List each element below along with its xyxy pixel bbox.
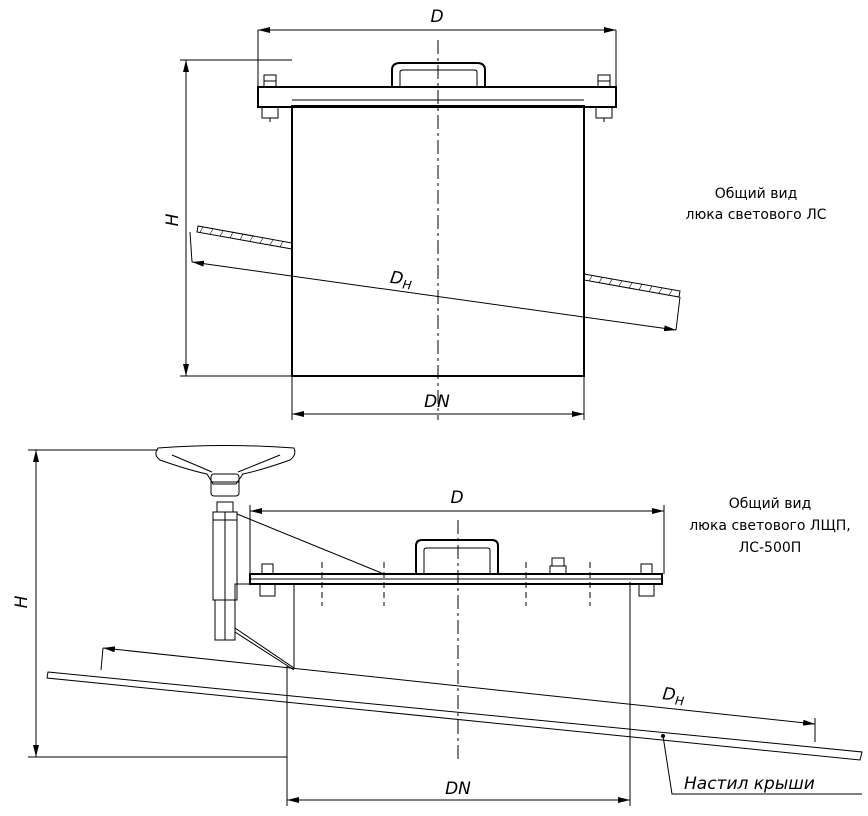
bottom-caption-line3: ЛС-500П — [739, 540, 802, 556]
bottom-dim-Dn: DH — [100, 646, 816, 742]
handwheel-icon — [155, 445, 296, 497]
roof-label: Настил крыши — [684, 774, 815, 794]
top-flange — [257, 86, 617, 108]
bottom-dim-D-label: D — [450, 488, 463, 508]
top-roof-left — [196, 225, 293, 250]
top-caption: Общий вид люка светового ЛС — [686, 186, 827, 223]
top-dim-H-label: H — [163, 213, 183, 226]
bottom-dim-H-label: H — [12, 595, 32, 608]
bottom-latch — [549, 557, 567, 575]
bottom-hinge-bracket — [234, 583, 295, 669]
bottom-handle — [415, 539, 499, 574]
top-handle — [391, 62, 486, 87]
bottom-dim-Dn-label: DH — [661, 684, 685, 708]
top-bolt-right — [595, 74, 613, 122]
roof-leader: Настил крыши — [661, 734, 862, 795]
bottom-dim-H: H — [12, 449, 287, 758]
top-caption-line2: люка светового ЛС — [686, 207, 827, 223]
top-hatch-body — [196, 40, 681, 420]
top-dim-DN: DN — [291, 376, 585, 420]
top-bolt-left — [261, 74, 279, 122]
top-dim-D: D — [257, 7, 617, 87]
bottom-bolt-left — [259, 563, 276, 597]
top-dim-D-label: D — [430, 7, 443, 27]
bottom-caption-line1: Общий вид — [729, 496, 812, 512]
top-roof-right — [583, 273, 681, 298]
bottom-caption-line2: люка светового ЛЩП, — [689, 518, 851, 534]
top-dim-Dn-label: DH — [389, 268, 414, 293]
bottom-dim-DN: DN — [286, 765, 631, 806]
top-dim-H: H — [163, 59, 292, 377]
bottom-dim-DN-label: DN — [445, 779, 471, 799]
top-dim-DN-label: DN — [424, 392, 450, 412]
bottom-bolt-right — [638, 563, 655, 597]
bottom-hatch-body — [46, 445, 863, 765]
top-caption-line1: Общий вид — [715, 186, 798, 202]
top-dim-Dn: DH — [189, 231, 681, 332]
bottom-caption: Общий вид люка светового ЛЩП, ЛС-500П — [689, 496, 851, 556]
bottom-dim-D: D — [249, 488, 665, 574]
bottom-screw-column — [212, 501, 238, 641]
